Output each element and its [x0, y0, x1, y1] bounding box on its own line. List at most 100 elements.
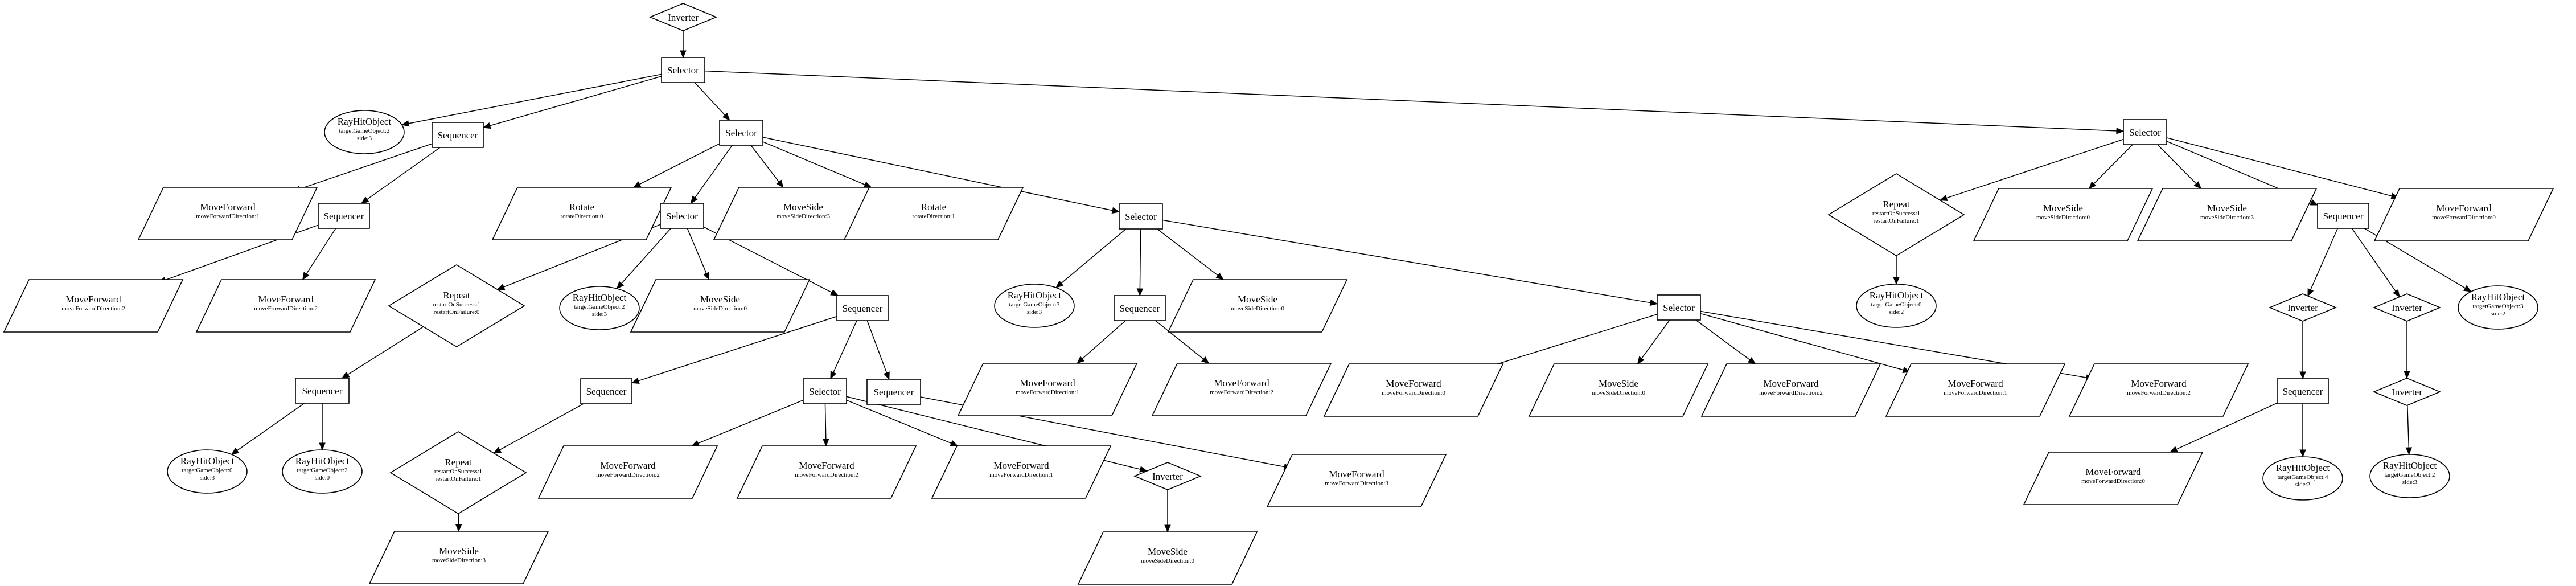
node-param: side:2 — [2295, 481, 2310, 488]
node-param: moveForwardDirection:0 — [1382, 390, 1445, 396]
edge-n2-n4 — [482, 76, 662, 129]
edge-n6-n47 — [2157, 144, 2202, 189]
node-param: targetGameObject:2 — [297, 467, 348, 474]
node-sequencer-n35: Sequencer — [1114, 295, 1166, 321]
node-param: moveSideDirection:0 — [1141, 558, 1195, 564]
edge-n24-n30 — [846, 399, 959, 446]
tree-nodes: InverterSelectorRayHitObjecttargetGameOb… — [3, 3, 2554, 585]
node-label: Selector — [1663, 302, 1695, 313]
node-selector-n5: Selector — [719, 120, 763, 146]
edge-n48-n51 — [2307, 228, 2338, 297]
edge-n37-n40 — [1478, 314, 1658, 371]
node-label: Sequencer — [2323, 211, 2364, 222]
edge-n5-n12 — [690, 145, 733, 204]
node-label: MoveSide — [1148, 546, 1188, 557]
node-label: MoveForward — [2085, 466, 2141, 477]
node-param: restartOnFailure:1 — [1874, 218, 1920, 224]
node-label: MoveForward — [1948, 378, 2003, 389]
node-label: Repeat — [443, 290, 470, 301]
node-label: MoveForward — [258, 294, 314, 305]
node-selector-n2: Selector — [661, 57, 705, 83]
node-label: Selector — [667, 65, 699, 76]
edge-n19-n24 — [830, 320, 857, 380]
node-label: Sequencer — [843, 303, 883, 314]
node-param: side:2 — [2491, 310, 2505, 317]
edge-n52-n55 — [2404, 321, 2410, 379]
edge-n45-n50 — [1893, 256, 1900, 285]
edge-n15-n35 — [1136, 228, 1144, 297]
node-label: MoveSide — [1599, 378, 1638, 389]
node-param: moveForwardDirection:1 — [989, 472, 1053, 478]
edge-n54-n57 — [2299, 404, 2306, 458]
node-inverter-n31: Inverter — [1133, 462, 1202, 490]
node-param: moveSideDirection:0 — [1231, 305, 1285, 312]
node-param: moveForwardDirection:0 — [2432, 214, 2496, 221]
edge-n15-n34 — [1055, 228, 1127, 288]
node-inverter-n51: Inverter — [2268, 293, 2337, 322]
edge-n24-n28 — [691, 399, 804, 446]
edge-n4-n8 — [360, 147, 441, 204]
node-param: side:3 — [200, 474, 215, 481]
node-selector-n37: Selector — [1657, 294, 1701, 321]
node-inverter-n52: Inverter — [2372, 293, 2442, 322]
node-label: RayHitObject — [338, 116, 392, 127]
edge-n15-n37 — [1162, 219, 1658, 306]
node-label: MoveSide — [2207, 203, 2247, 214]
node-param: targetGameObject:3 — [1009, 301, 1060, 308]
node-label: MoveSide — [439, 546, 479, 556]
edge-n48-n52 — [2351, 228, 2400, 298]
node-param: moveSideDirection:3 — [777, 213, 831, 220]
node-sequencer-n19: Sequencer — [836, 295, 889, 321]
node-param: restartOnSuccess:1 — [1872, 210, 1920, 217]
node-param: side:3 — [1027, 309, 1042, 315]
node-label: Sequencer — [2283, 386, 2323, 397]
node-label: Selector — [1125, 211, 1157, 222]
node-label: RayHitObject — [2276, 462, 2330, 473]
edge-n5-n15 — [762, 137, 1120, 214]
node-param: side:0 — [315, 474, 330, 481]
node-label: MoveForward — [2436, 203, 2492, 214]
node-label: RayHitObject — [180, 456, 235, 466]
edge-n8-n10 — [302, 228, 336, 281]
node-param: moveForwardDirection:3 — [1325, 480, 1388, 487]
edge-n20-n22 — [319, 403, 326, 451]
edge-n12-n17 — [616, 228, 671, 289]
node-param: rotateDirection:1 — [912, 213, 955, 220]
node-label: MoveSide — [2043, 203, 2083, 214]
edge-n19-n23 — [631, 315, 837, 384]
node-param: moveForwardDirection:2 — [596, 472, 660, 478]
node-label: RayHitObject — [2383, 460, 2437, 471]
node-param: targetGameObject:2 — [339, 128, 390, 134]
node-param: moveForwardDirection:1 — [196, 213, 260, 220]
edge-n20-n21 — [231, 403, 305, 455]
edge-n2-n6 — [704, 70, 2125, 134]
node-label: MoveForward — [1763, 378, 1819, 389]
node-label: Inverter — [2392, 302, 2422, 313]
node-param: restartOnFailure:1 — [436, 476, 482, 482]
node-label: MoveSide — [700, 294, 740, 305]
edge-n19-n25 — [866, 320, 890, 380]
edge-n12-n18 — [687, 228, 710, 281]
node-param: moveForwardDirection:0 — [2081, 478, 2145, 485]
edge-n6-n46 — [2088, 144, 2133, 189]
node-param: targetGameObject:0 — [182, 467, 233, 474]
node-label: Sequencer — [302, 386, 343, 396]
node-param: moveSideDirection:3 — [2200, 214, 2254, 221]
